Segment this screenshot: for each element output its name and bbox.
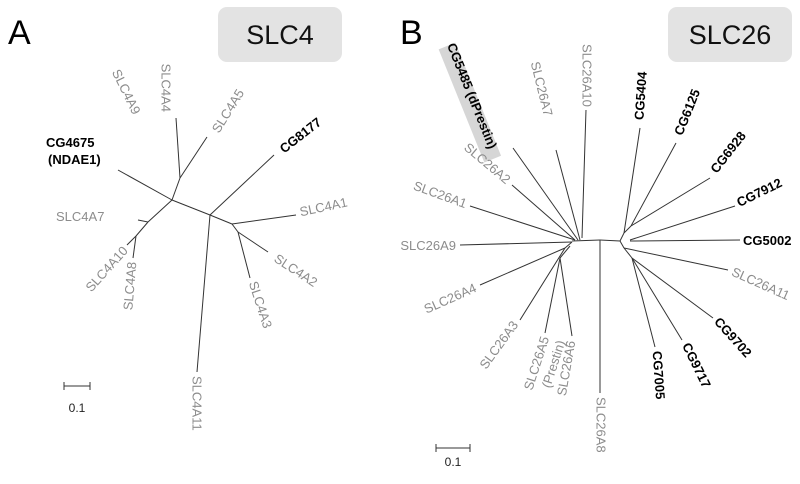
panel-a-family-box: [218, 7, 342, 62]
branch: [469, 205, 576, 241]
panel-a: A SLC4 SLC4A9 SLC4A4 SLC4A: [8, 7, 349, 431]
branch: [564, 241, 573, 249]
scale-bar-label: 0.1: [445, 455, 462, 469]
leaf-label-slc4a2: SLC4A2: [271, 251, 320, 290]
branch: [629, 205, 736, 241]
branch: [175, 117, 181, 179]
branch: [171, 199, 211, 216]
leaf-label-cg6928: CG6928: [707, 129, 749, 176]
branch: [196, 214, 211, 373]
leaf-label-cg7005: CG7005: [650, 350, 668, 399]
panel-b-tree: [459, 109, 741, 393]
leaf-label-slc26a10: SLC26A10: [580, 44, 595, 107]
branch: [544, 257, 561, 334]
branch: [237, 231, 269, 253]
leaf-label-cg6125: CG6125: [671, 87, 703, 138]
branch: [209, 214, 233, 225]
leaf-label-cg9702: CG9702: [711, 314, 755, 360]
branch: [459, 241, 573, 246]
panel-b: B SLC26: [400, 7, 792, 469]
branch: [631, 257, 683, 341]
leaf-label-cg5404: CG5404: [631, 70, 649, 120]
branch: [179, 136, 208, 179]
branch: [619, 240, 625, 249]
panel-a-tree: [117, 117, 297, 373]
leaf-label-slc26a9: SLC26A9: [400, 238, 456, 253]
branch: [519, 247, 566, 321]
branch: [555, 149, 581, 241]
branch: [629, 239, 741, 242]
branch: [619, 232, 625, 242]
branch: [231, 223, 239, 233]
branch: [135, 221, 149, 237]
leaf-label-slc4a4: SLC4A4: [159, 64, 174, 112]
branch: [231, 214, 297, 225]
leaf-label-slc4a3: SLC4A3: [246, 279, 275, 330]
branch: [137, 219, 149, 223]
branch: [559, 257, 573, 337]
panel-a-family-label: SLC4: [246, 20, 314, 50]
branch: [630, 142, 677, 227]
panel-b-family-box: [668, 7, 792, 62]
panel-b-scale-bar: 0.1: [435, 444, 471, 469]
branch: [132, 235, 137, 259]
leaf-label-slc26a7: SLC26A7: [528, 60, 556, 118]
leaf-label-slc4a9: SLC4A9: [109, 67, 144, 117]
scale-bar-label: 0.1: [69, 401, 86, 415]
branch: [237, 231, 251, 279]
branch: [623, 225, 632, 234]
leaf-label-cg4675-line1: CG4675: [46, 135, 94, 150]
leaf-label-cg4675-line2: (NDAE1): [48, 152, 101, 167]
branch: [623, 127, 641, 234]
leaf-label-slc26a1: SLC26A1: [411, 178, 468, 211]
cg5485-highlight: [438, 42, 502, 163]
branch: [623, 247, 729, 271]
branch: [479, 247, 566, 286]
branch: [631, 257, 656, 348]
branch: [559, 245, 571, 259]
panel-a-letter: A: [8, 14, 31, 52]
branch: [631, 257, 714, 319]
branch: [571, 239, 601, 242]
leaf-label-slc4a1: SLC4A1: [298, 195, 348, 220]
panel-a-labels: SLC4A9 SLC4A4 SLC4A5 CG4675 (NDAE1) CG81…: [46, 64, 349, 431]
leaf-label-slc26a4: SLC26A4: [422, 280, 479, 316]
panel-a-scale-bar: 0.1: [63, 382, 91, 415]
branch: [630, 177, 711, 227]
leaf-label-cg9717: CG9717: [679, 340, 714, 390]
branch: [623, 247, 633, 259]
branch: [171, 177, 181, 201]
panel-b-letter: B: [400, 14, 423, 52]
branch: [512, 147, 579, 241]
branch: [581, 109, 587, 239]
leaf-label-cg5485: CG5485 (dPrestin): [444, 41, 500, 151]
branch: [147, 199, 173, 223]
leaf-label-slc4a11: SLC4A11: [190, 376, 205, 431]
branch: [209, 154, 275, 216]
leaf-label-slc26a3: SLC26A3: [476, 318, 521, 372]
branch: [599, 239, 621, 242]
panel-b-labels: CG5485 (dPrestin) SLC26A7 SLC26A10 CG540…: [400, 41, 792, 453]
leaf-label-cg5002: CG5002: [743, 233, 791, 248]
branch: [511, 184, 576, 241]
branch: [126, 235, 137, 246]
panel-b-family-label: SLC26: [689, 20, 772, 50]
leaf-label-slc26a8: SLC26A8: [594, 397, 609, 453]
leaf-label-cg7912: CG7912: [734, 175, 784, 210]
branch: [117, 169, 173, 201]
leaf-label-slc4a8: SLC4A8: [120, 261, 139, 311]
leaf-label-cg8177: CG8177: [277, 114, 324, 156]
leaf-label-slc4a7: SLC4A7: [56, 209, 104, 224]
leaf-label-slc26a11: SLC26A11: [729, 264, 792, 303]
leaf-label-slc4a5: SLC4A5: [209, 86, 247, 135]
